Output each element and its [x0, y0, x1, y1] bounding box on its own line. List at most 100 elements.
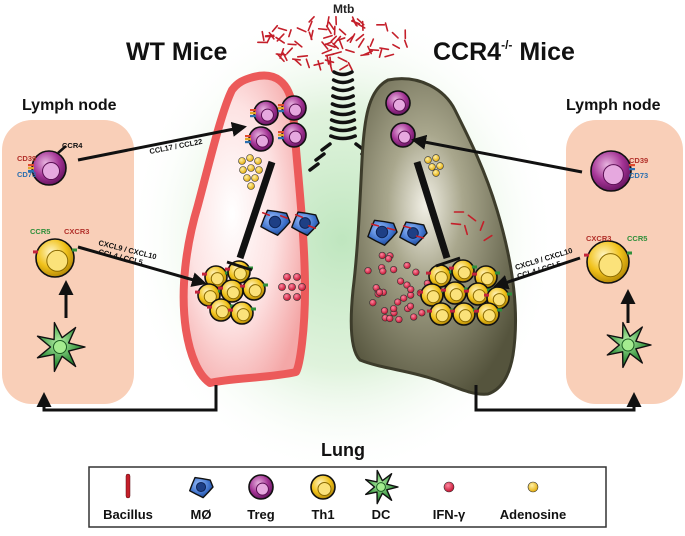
ifn-gamma-dot	[419, 310, 426, 317]
cd39-receptor	[278, 107, 284, 109]
macrophage-nucleus	[300, 218, 311, 229]
adenosine-dot	[252, 175, 259, 182]
ko-node-treg	[591, 151, 631, 191]
adenosine-dot	[255, 158, 262, 165]
ccr5-receptor	[72, 249, 77, 252]
legend-adenosine-icon	[528, 482, 538, 492]
cxcr3-receptor	[427, 310, 432, 313]
adenosine-dot	[248, 165, 255, 172]
th1-nucleus	[234, 268, 246, 280]
ifn-gamma-dot	[278, 283, 285, 290]
wt-ccr4-label: CCR4	[62, 141, 83, 150]
ccr5-receptor	[251, 308, 256, 311]
legend-ifn-gamma-icon	[444, 482, 454, 492]
cd73-receptor	[278, 137, 284, 139]
ifn-gamma-dot	[283, 273, 290, 280]
ko-cd73-label: CD73	[629, 171, 648, 180]
ifn-gamma-dot	[390, 305, 397, 312]
legend-label-5: IFN-γ	[433, 507, 466, 522]
ko-lung-treg	[391, 123, 415, 147]
cxcr3-receptor	[449, 267, 454, 270]
cd39-receptor	[245, 138, 251, 140]
adenosine-dot	[433, 155, 440, 162]
th1-nucleus	[47, 250, 68, 271]
adenosine-dot	[239, 158, 246, 165]
ccr4-mice-title: CCR4-/- Mice	[433, 38, 575, 66]
treg-nucleus	[43, 163, 60, 180]
cxcr3-receptor	[218, 287, 223, 290]
th1-nucleus	[473, 290, 485, 302]
ifn-gamma-dot	[379, 252, 386, 259]
mtb-label: Mtb	[333, 2, 354, 16]
cd39-receptor	[28, 167, 34, 169]
cxcr3-receptor	[418, 291, 423, 294]
cxcr3-receptor	[472, 273, 477, 276]
bacillus	[319, 29, 327, 30]
bacillus	[288, 44, 296, 45]
dc-nucleus	[622, 339, 634, 351]
cxcr3-receptor	[195, 291, 200, 294]
wt-cd73-label: CD73	[17, 170, 36, 179]
cd39-receptor	[245, 135, 251, 137]
treg-nucleus	[261, 109, 273, 121]
ccr5-receptor	[507, 293, 512, 296]
ifn-gamma-dot	[381, 307, 388, 314]
adenosine-dot	[429, 164, 436, 171]
macrophage-nucleus	[269, 216, 280, 227]
th1-nucleus	[216, 306, 228, 318]
th1-nucleus	[318, 483, 331, 496]
adenosine-dot	[240, 167, 247, 174]
legend-treg-icon	[249, 475, 273, 499]
ko-cxcr3-label: CXCR3	[586, 234, 611, 243]
adenosine-dot	[256, 167, 263, 174]
dc-nucleus	[377, 483, 386, 492]
cxcr3-receptor	[228, 309, 233, 312]
cxcr3-receptor	[225, 268, 230, 271]
legend-bacillus-icon	[126, 474, 130, 498]
th1-nucleus	[599, 254, 622, 277]
ifn-gamma-dot	[396, 316, 403, 323]
ifn-gamma-dot	[380, 268, 387, 275]
ifn-gamma-dot	[288, 283, 295, 290]
lymph-node-right-label: Lymph node	[566, 97, 661, 114]
th1-nucleus	[481, 273, 493, 285]
legend-label-4: DC	[372, 507, 391, 522]
treg-nucleus	[398, 131, 410, 143]
ifn-gamma-dot	[407, 303, 414, 310]
cxcr3-receptor	[584, 254, 589, 257]
ccr5-receptor	[263, 284, 268, 287]
ifn-gamma-dot	[293, 273, 300, 280]
ifn-gamma-dot	[397, 278, 404, 285]
cxcr3-receptor	[240, 285, 245, 288]
cd39-receptor	[278, 131, 284, 133]
th1-nucleus	[427, 291, 439, 303]
cd73-receptor	[245, 141, 251, 143]
bacillus	[370, 50, 379, 51]
adenosine-dot	[425, 157, 432, 164]
cxcr3-receptor	[450, 310, 455, 313]
wt-mice-title: WT Mice	[126, 38, 227, 66]
th1-nucleus	[483, 310, 495, 322]
cxcr3-receptor	[426, 272, 431, 275]
dc-nucleus	[54, 341, 67, 354]
ifn-gamma-dot	[413, 269, 420, 276]
cd73-receptor	[629, 168, 635, 170]
cxcr3-receptor	[441, 289, 446, 292]
lung-label: Lung	[321, 440, 365, 460]
cxcr3-receptor	[464, 290, 469, 293]
cxcr3-receptor	[474, 310, 479, 313]
bacillus	[298, 56, 308, 57]
th1-nucleus	[227, 287, 239, 299]
ifn-gamma-dot	[283, 293, 290, 300]
treg-nucleus	[256, 483, 268, 495]
legend-th1-icon	[311, 475, 335, 499]
th1-nucleus	[435, 272, 447, 284]
ifn-gamma-dot	[370, 299, 377, 306]
cxcr3-receptor	[202, 273, 207, 276]
cd39-receptor	[28, 164, 34, 166]
ifn-gamma-dot	[407, 286, 414, 293]
ko-cd39-label: CD39	[629, 156, 648, 165]
wt-ccr5-label: CCR5	[30, 227, 50, 236]
